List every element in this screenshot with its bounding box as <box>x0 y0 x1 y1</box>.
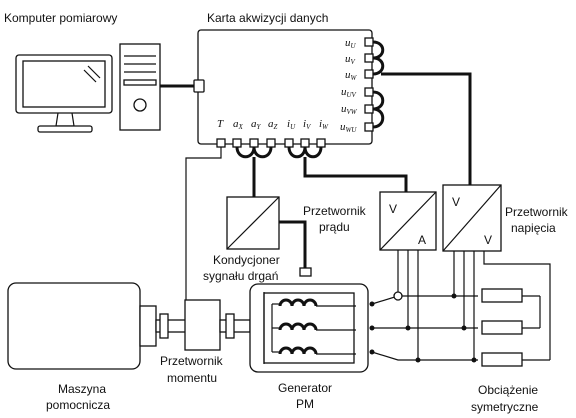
aux-machine-label-1: Maszyna <box>58 382 106 396</box>
svg-text:iW: iW <box>319 118 329 131</box>
svg-text:uW: uW <box>345 69 358 82</box>
aux-machine-icon <box>7 282 187 370</box>
voltage-transducer-leads <box>451 251 551 363</box>
svg-text:iV: iV <box>303 118 311 131</box>
conditioner-label-1: Kondycjoner <box>213 253 280 267</box>
torque-transducer-icon <box>184 299 251 351</box>
computer-label: Komputer pomiarowy <box>4 11 117 25</box>
torque-signal-cable <box>185 147 222 300</box>
ch-uV-base: u <box>345 53 351 65</box>
ch-iW-sub: W <box>322 123 329 131</box>
daq-usb-port <box>193 79 205 93</box>
generator-label-2: PM <box>296 397 314 411</box>
daq-bottom-input-labels: T aX aY aZ iU iV iW <box>217 118 329 131</box>
ch-aZ-base: a <box>268 118 274 130</box>
current-transducer-label-2: prądu <box>319 220 350 234</box>
daq-right-loops <box>372 40 385 129</box>
ch-T: T <box>217 118 224 130</box>
ch-uU-sub: U <box>351 42 357 50</box>
voltage-transducer-label-1: Przetwornik <box>505 205 569 219</box>
load-resistors <box>481 288 550 367</box>
generator-label-1: Generator <box>278 381 332 395</box>
ch-uUV-base: u <box>341 86 347 98</box>
voltage-transducer-out: V <box>484 233 492 247</box>
ch-uW-base: u <box>345 69 351 81</box>
daq-voltage-cable <box>381 72 472 185</box>
svg-text:uVW: uVW <box>341 103 358 116</box>
ch-uVW-sub: VW <box>347 108 358 116</box>
current-transducer-out: A <box>418 233 426 247</box>
svg-text:uV: uV <box>345 53 356 66</box>
torque-label-1: Przetwornik <box>160 354 224 368</box>
current-cable <box>303 157 408 192</box>
ch-iU-sub: U <box>290 123 296 131</box>
ch-uVW-base: u <box>341 103 347 115</box>
conditioner-label-2: sygnału drgań <box>203 269 278 283</box>
ch-aX-base: a <box>233 118 239 130</box>
phase-w-line <box>371 351 478 361</box>
ch-aY-sub: Y <box>257 123 262 131</box>
load-label-2: symetryczne <box>471 400 539 414</box>
ch-iV-base: i <box>303 118 306 130</box>
ch-iW-base: i <box>319 118 322 130</box>
load-label-1: Obciążenie <box>478 383 538 397</box>
svg-text:uUV: uUV <box>341 86 357 99</box>
daq-bottom-connectors <box>216 138 326 148</box>
ch-iU-base: i <box>287 118 290 130</box>
ch-aX-sub: X <box>238 123 244 131</box>
accelerometer-icon <box>299 267 312 277</box>
svg-text:aX: aX <box>233 118 244 131</box>
current-transducer-label-1: Przetwornik <box>303 204 367 218</box>
ch-uWU-sub: WU <box>346 126 358 134</box>
svg-text:iU: iU <box>287 118 296 131</box>
svg-text:aY: aY <box>251 118 262 131</box>
daq-label: Karta akwizycji danych <box>207 11 328 25</box>
ch-uV-sub: V <box>351 58 356 66</box>
conditioner-accel-cable <box>279 220 307 268</box>
phase-u-line <box>371 295 478 305</box>
svg-text:aZ: aZ <box>268 118 278 131</box>
current-transducer-in: V <box>389 202 397 216</box>
ch-iV-sub: V <box>306 123 311 131</box>
ch-uW-sub: W <box>351 74 358 82</box>
computer-icon <box>15 43 161 133</box>
ch-aZ-sub: Z <box>274 123 278 131</box>
ch-uU-base: u <box>345 37 351 49</box>
svg-text:uWU: uWU <box>340 121 357 134</box>
voltage-transducer-label-2: napięcia <box>511 221 556 235</box>
ch-uUV-sub: UV <box>347 91 357 99</box>
ch-uWU-base: u <box>340 121 346 133</box>
aux-machine-label-2: pomocnicza <box>46 398 110 412</box>
daq-right-input-labels: uU uV uW uUV uVW uWU <box>340 37 358 134</box>
current-transducer-leads <box>393 250 421 363</box>
torque-label-2: momentu <box>167 371 217 385</box>
daq-bottom-loops <box>235 146 323 159</box>
generator-icon <box>249 283 369 373</box>
ch-aY-base: a <box>251 118 257 130</box>
svg-text:uU: uU <box>345 37 357 50</box>
voltage-transducer-in: V <box>452 195 460 209</box>
